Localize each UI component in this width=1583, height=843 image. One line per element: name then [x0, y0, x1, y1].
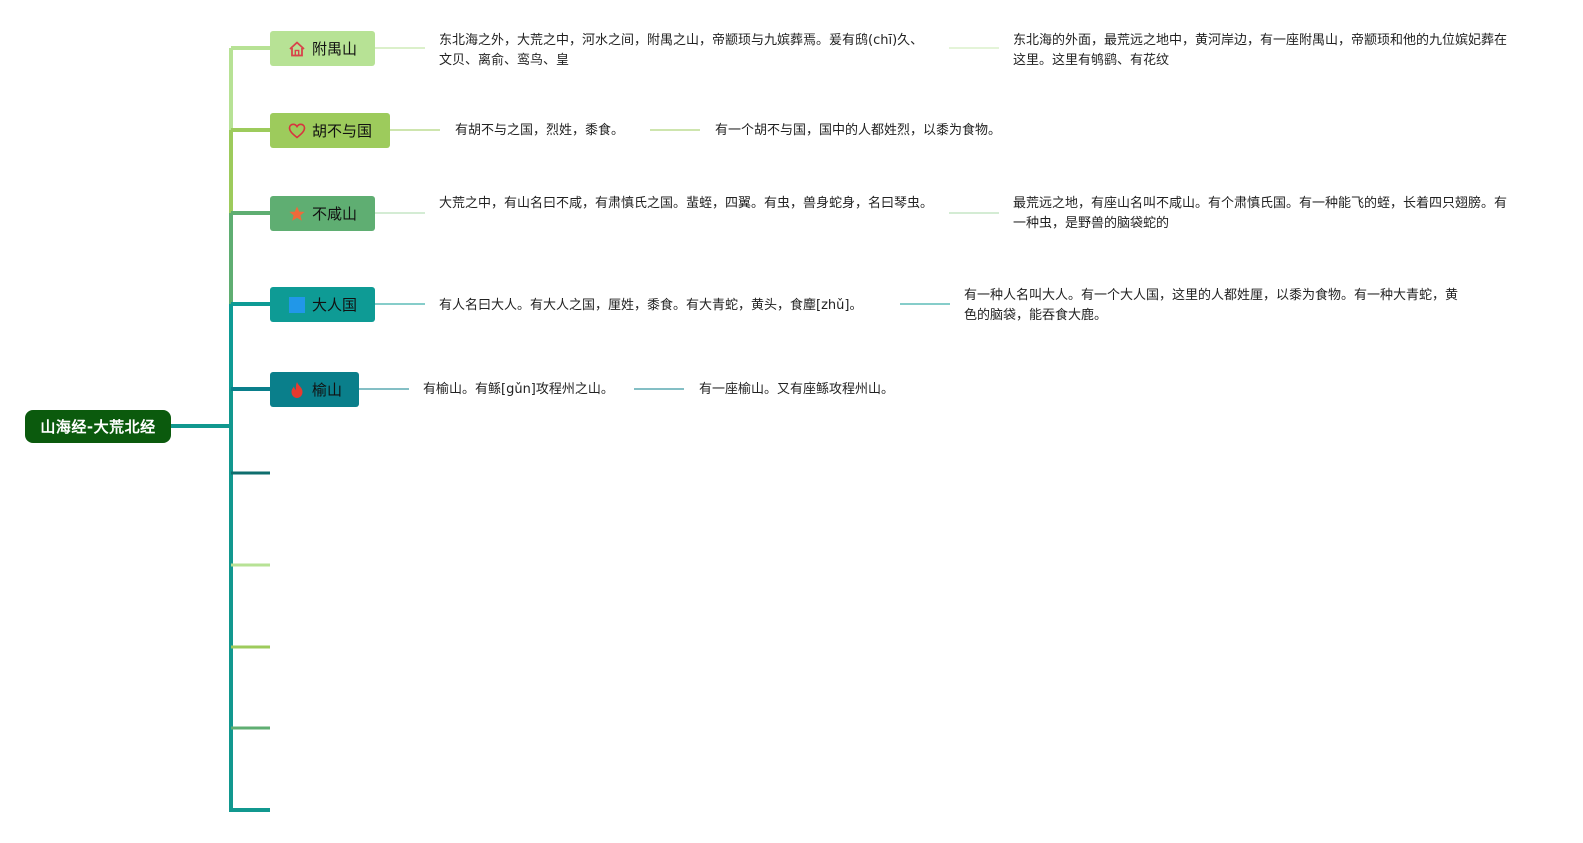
original-text: 大荒之中，有山名曰不咸，有肃慎氏之国。蜚蛭，四翼。有虫，兽身蛇身，名曰琴虫。: [439, 196, 934, 211]
original-text: 东北海之外，大荒之中，河水之间，附禺之山，帝颛顼与九嫔葬焉。爰有鸱(chī)久、…: [439, 33, 924, 68]
branch-node-fuyu-mountain[interactable]: 附禺山: [270, 31, 375, 66]
house-icon: [288, 40, 306, 58]
translation-text: 东北海的外面，最荒远之地中，黄河岸边，有一座附禺山，帝颛顼和他的九位嫔妃葬在这里…: [1013, 33, 1508, 68]
branch-label: 榆山: [312, 381, 343, 399]
branch-node-hubuyu-state[interactable]: 胡不与国: [270, 113, 390, 148]
fire-icon: [288, 381, 306, 399]
branch-label: 大人国: [312, 296, 358, 314]
translation-text: 有一座榆山。又有座鲧攻程州山。: [699, 382, 895, 397]
branch-label: 不咸山: [312, 205, 358, 223]
translation-text: 最荒远之地，有座山名叫不咸山。有个肃慎氏国。有一种能飞的蛭，长着四只翅膀。有一种…: [1013, 196, 1508, 231]
branch-label: 附禺山: [312, 40, 358, 58]
branch-node-buxian-mountain[interactable]: 不咸山: [270, 196, 375, 231]
root-topic-label: 山海经-大荒北经: [40, 418, 156, 436]
root-topic[interactable]: 山海经-大荒北经: [25, 410, 171, 443]
original-text: 有胡不与之国，烈姓，黍食。: [455, 123, 625, 138]
translation-text: 有一种人名叫大人。有一个大人国，这里的人都姓厘，以黍为食物。有一种大青蛇，黄色的…: [964, 288, 1459, 323]
branch-node-daren-state[interactable]: 大人国: [270, 287, 375, 322]
star-icon: [288, 205, 306, 223]
branch-label: 胡不与国: [312, 122, 373, 140]
heart-icon: [288, 122, 306, 140]
square-icon: [288, 296, 306, 314]
original-text: 有人名曰大人。有大人之国，厘姓，黍食。有大青蛇，黄头，食麈[zhǔ]。: [439, 298, 863, 313]
translation-text: 有一个胡不与国，国中的人都姓烈，以黍为食物。: [715, 123, 1002, 138]
branch-node-yu-mountain[interactable]: 榆山: [270, 372, 359, 407]
original-text: 有榆山。有鲧[gǔn]攻程州之山。: [423, 382, 614, 397]
